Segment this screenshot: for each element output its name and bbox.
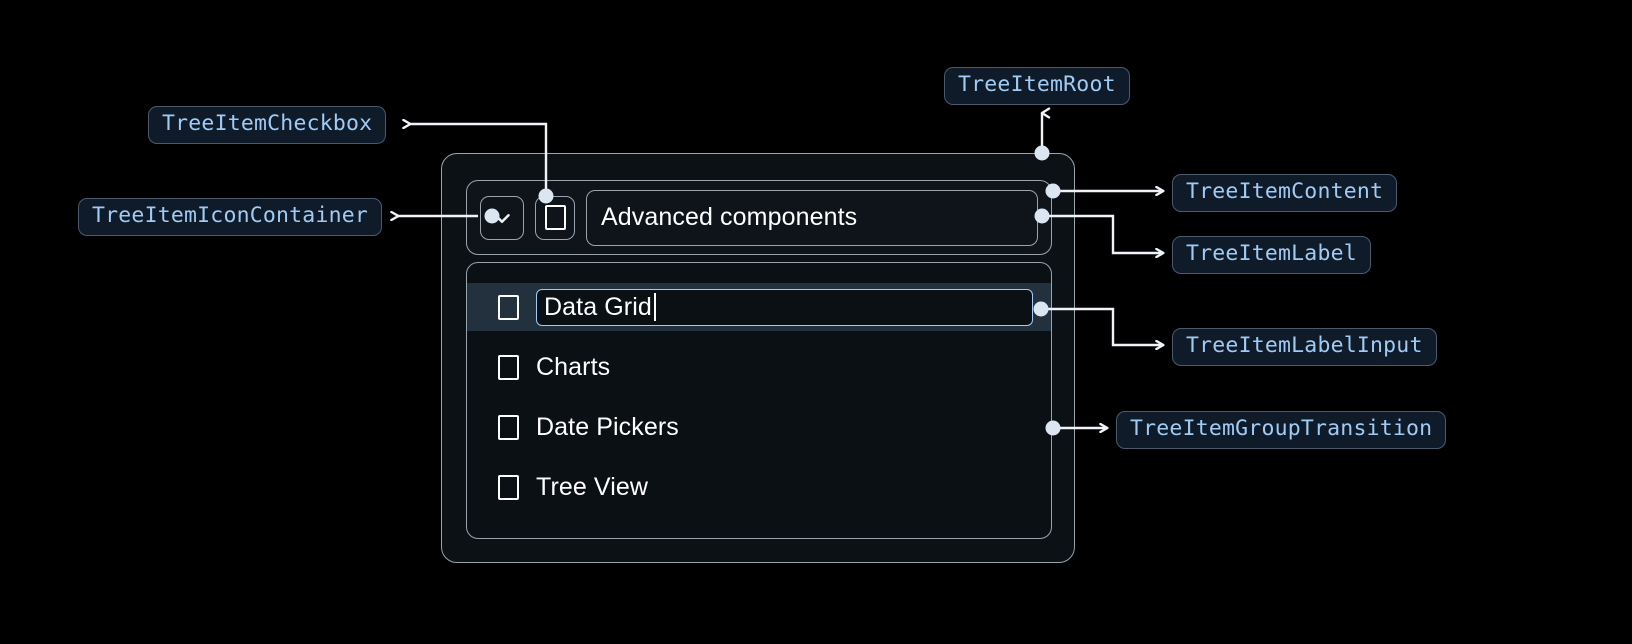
label-input-value: Data Grid (544, 292, 652, 321)
checkbox-glyph[interactable] (498, 474, 519, 500)
tree-item-content[interactable]: Advanced components (466, 180, 1052, 255)
tree-item-row-tree-view[interactable]: Tree View (467, 463, 1051, 511)
annotation-tree-item-group-transition: TreeItemGroupTransition (1116, 411, 1447, 449)
tree-item-row-charts[interactable]: Charts (467, 343, 1051, 391)
text-caret (653, 293, 656, 321)
annotation-tree-item-icon-container: TreeItemIconContainer (78, 198, 383, 236)
annotation-tree-item-content: TreeItemContent (1172, 174, 1398, 212)
annotation-tree-item-label: TreeItemLabel (1172, 236, 1371, 274)
checkbox-glyph[interactable] (498, 294, 519, 320)
checkbox-glyph (544, 205, 566, 230)
tree-item-row-date-pickers[interactable]: Date Pickers (467, 403, 1051, 451)
tree-item-group-transition: Data Grid Charts Date Pickers Tree View (466, 262, 1052, 539)
tree-item-root[interactable]: Advanced components Data Grid Charts Dat… (441, 153, 1075, 563)
tree-item-label: Tree View (536, 472, 649, 501)
chevron-down-icon (489, 205, 515, 231)
tree-item-row-data-grid[interactable]: Data Grid (467, 283, 1051, 331)
tree-item-checkbox[interactable] (535, 195, 575, 240)
tree-item-label: Charts (536, 352, 611, 381)
annotation-tree-item-label-input: TreeItemLabelInput (1172, 328, 1437, 366)
tree-item-label-input[interactable]: Data Grid (536, 288, 1033, 326)
checkbox-glyph[interactable] (498, 414, 519, 440)
checkbox-glyph[interactable] (498, 354, 519, 380)
annotation-tree-item-root: TreeItemRoot (944, 67, 1130, 105)
tree-item-icon-container[interactable] (480, 195, 524, 240)
tree-item-label: Date Pickers (536, 412, 679, 441)
tree-item-label[interactable]: Advanced components (586, 189, 1038, 246)
annotation-tree-item-checkbox: TreeItemCheckbox (148, 106, 387, 144)
